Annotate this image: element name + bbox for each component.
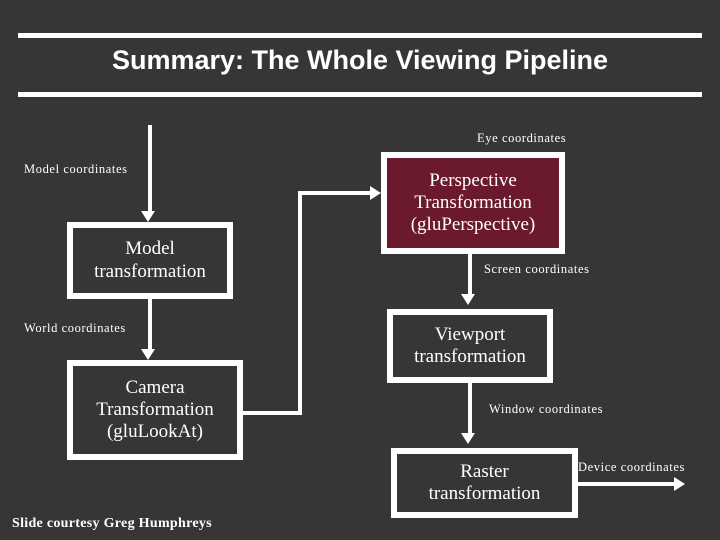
box-camera-transformation: Camera Transformation (gluLookAt)	[67, 360, 243, 460]
box-viewport-line-1: Viewport	[434, 323, 506, 345]
box-perspective-line-1: Perspective	[429, 169, 517, 191]
arrow-head-model-coordinates	[141, 211, 155, 222]
label-window-coordinates: Window coordinates	[489, 402, 604, 416]
arrow-head-world-coordinates	[141, 349, 155, 360]
label-model-coordinates: Model coordinates	[24, 162, 128, 176]
box-camera-line-2: Transformation	[96, 398, 214, 420]
arrow-head-device-coordinates	[674, 477, 685, 491]
box-raster-line-1: Raster	[460, 460, 509, 482]
box-perspective-line-2: Transformation	[414, 191, 532, 213]
box-viewport-transformation: Viewport transformation	[387, 309, 553, 383]
arrow-shaft-model-coordinates	[148, 125, 152, 213]
box-model-line-2: transformation	[94, 260, 206, 282]
connector-camera-to-perspective-segment-1	[242, 411, 302, 415]
arrow-head-screen-coordinates	[461, 294, 475, 305]
box-raster-transformation: Raster transformation	[391, 448, 578, 518]
slide-credit: Slide courtesy Greg Humphreys	[12, 516, 212, 531]
arrow-shaft-device-coordinates	[578, 482, 676, 486]
box-perspective-line-3: (gluPerspective)	[410, 214, 536, 236]
title-rule-bottom	[18, 92, 702, 97]
box-raster-line-2: transformation	[428, 483, 541, 504]
label-device-coordinates: Device coordinates	[578, 460, 685, 474]
box-model-line-1: Model	[125, 238, 175, 260]
box-camera-line-3: (gluLookAt)	[106, 421, 204, 443]
connector-camera-to-perspective-segment-2	[298, 191, 302, 415]
arrow-head-window-coordinates	[461, 433, 475, 444]
connector-camera-to-perspective-segment-3	[298, 191, 372, 195]
title-rule-top	[18, 33, 702, 38]
page-title: Summary: The Whole Viewing Pipeline	[111, 45, 609, 75]
box-perspective-transformation: Perspective Transformation (gluPerspecti…	[381, 152, 565, 254]
box-model-transformation: Model transformation	[67, 222, 233, 299]
arrow-shaft-screen-coordinates	[468, 254, 472, 296]
box-camera-line-1: Camera	[125, 376, 185, 398]
label-screen-coordinates: Screen coordinates	[484, 262, 590, 276]
label-eye-coordinates: Eye coordinates	[477, 131, 567, 145]
box-viewport-line-2: transformation	[414, 346, 526, 367]
arrow-head-camera-to-perspective	[370, 186, 381, 200]
arrow-shaft-window-coordinates	[468, 383, 472, 435]
label-world-coordinates: World coordinates	[24, 321, 126, 335]
arrow-shaft-world-coordinates	[148, 299, 152, 351]
